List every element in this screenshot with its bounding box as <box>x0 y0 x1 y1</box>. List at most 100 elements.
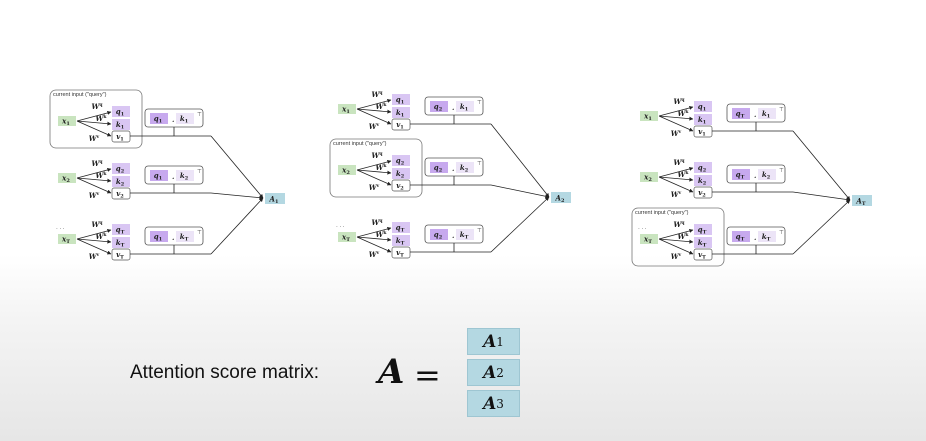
input-label: x2 <box>643 173 652 184</box>
to-output-arrow <box>792 130 851 201</box>
output-label: A1 <box>269 195 279 206</box>
dot-query-cell <box>150 113 168 124</box>
key-label: k2 <box>396 169 405 180</box>
input-label: xT <box>61 235 70 246</box>
wq-arrow <box>76 229 112 240</box>
dot-key-cell <box>176 113 194 124</box>
dot-key-cell <box>456 229 474 240</box>
query-frame <box>329 138 423 198</box>
dot-query-cell <box>430 162 448 173</box>
matrix-cell-3-base: A <box>483 393 497 414</box>
wq-arrow <box>356 160 392 171</box>
input-label: xT <box>341 233 350 244</box>
dot-query-cell <box>150 231 168 242</box>
diagram-panel-3: x1q1k1v1WqWkWvqT.k1⊤x2q2k2v2WqWkWvqT.k2⊤… <box>631 97 872 267</box>
wk-label: Wk <box>96 232 108 241</box>
wk-arrow <box>356 236 392 242</box>
value-label: vT <box>116 250 124 261</box>
matrix-cell-2-sub: 2 <box>496 365 504 380</box>
wv-label: Wv <box>89 252 100 261</box>
value-box <box>391 179 411 192</box>
matrix-cell-3-sub: 3 <box>496 396 504 411</box>
wk-label: Wk <box>96 171 108 180</box>
key-box <box>694 114 712 125</box>
wk-label: Wk <box>678 232 690 241</box>
query-frame <box>49 89 143 149</box>
wk-label: Wk <box>376 102 388 111</box>
key-label: kT <box>698 238 707 249</box>
wv-arrow <box>76 177 112 194</box>
dot-operator: . <box>172 115 174 124</box>
wk-label: Wk <box>376 230 388 239</box>
transpose-mark: ⊤ <box>477 227 482 234</box>
ellipsis: · · · <box>336 224 345 230</box>
wq-label: Wq <box>673 220 685 229</box>
wk-arrow <box>658 176 694 182</box>
output-label: A2 <box>555 194 565 205</box>
input-box <box>640 172 658 182</box>
dot-key-label: k1 <box>762 109 770 120</box>
to-output-arrow <box>792 191 851 202</box>
wk-arrow <box>76 120 112 126</box>
dot-operator: . <box>452 103 454 112</box>
wv-label: Wv <box>369 122 380 131</box>
dot-query-cell <box>430 229 448 240</box>
wv-arrow <box>658 238 694 255</box>
wq-label: Wq <box>91 102 103 111</box>
wk-label: Wk <box>678 109 690 118</box>
input-box <box>338 104 356 114</box>
wk-arrow <box>76 238 112 244</box>
wv-label: Wv <box>671 190 682 199</box>
value-box <box>693 186 713 199</box>
query-box <box>112 106 130 117</box>
wv-label: Wv <box>671 129 682 138</box>
key-label: kT <box>116 238 125 249</box>
wk-arrow <box>658 238 694 244</box>
wq-arrow <box>658 167 694 178</box>
dot-query-label: q2 <box>434 230 443 241</box>
to-output-arrow <box>210 197 264 255</box>
wv-arrow <box>658 115 694 132</box>
dot-key-label: k2 <box>762 170 771 181</box>
token-row-2: current input ("query")x2q2k2v2WqWkWvq2.… <box>329 138 550 199</box>
dot-key-label: k2 <box>460 163 469 174</box>
token-row-1: current input ("query")x1q1k1v1WqWkWvq1.… <box>49 89 264 199</box>
matrix-cell-1-base: A <box>483 331 497 352</box>
transpose-mark: ⊤ <box>197 229 202 236</box>
output-label: AT <box>855 197 865 208</box>
input-label: x2 <box>61 174 70 185</box>
input-box <box>58 173 76 183</box>
wk-label: Wk <box>678 170 690 179</box>
query-label: q1 <box>116 107 124 118</box>
value-box <box>693 248 713 261</box>
value-box <box>111 248 131 261</box>
wq-label: Wq <box>91 159 103 168</box>
equals-sign: = <box>414 356 441 394</box>
wk-arrow <box>356 169 392 175</box>
wv-arrow <box>76 238 112 255</box>
dot-key-cell <box>176 170 194 181</box>
wk-arrow <box>356 108 392 114</box>
key-box <box>112 176 130 187</box>
ellipsis: · · · <box>638 226 647 232</box>
diagram-panel-1: current input ("query")x1q1k1v1WqWkWvq1.… <box>49 89 285 261</box>
key-label: k2 <box>116 177 125 188</box>
transpose-mark: ⊤ <box>197 168 202 175</box>
query-label: q2 <box>698 163 707 174</box>
dot-key-label: kT <box>180 232 189 243</box>
dot-operator: . <box>754 233 756 242</box>
transpose-mark: ⊤ <box>477 160 482 167</box>
current-input-label: current input ("query") <box>333 141 387 147</box>
dot-key-label: k2 <box>180 171 189 182</box>
value-label: v2 <box>698 188 706 199</box>
transpose-mark: ⊤ <box>477 99 482 106</box>
value-label: vT <box>396 248 404 259</box>
output-box <box>852 195 872 206</box>
attention-score-label: Attention score matrix: <box>130 362 320 383</box>
output-box <box>265 193 285 204</box>
